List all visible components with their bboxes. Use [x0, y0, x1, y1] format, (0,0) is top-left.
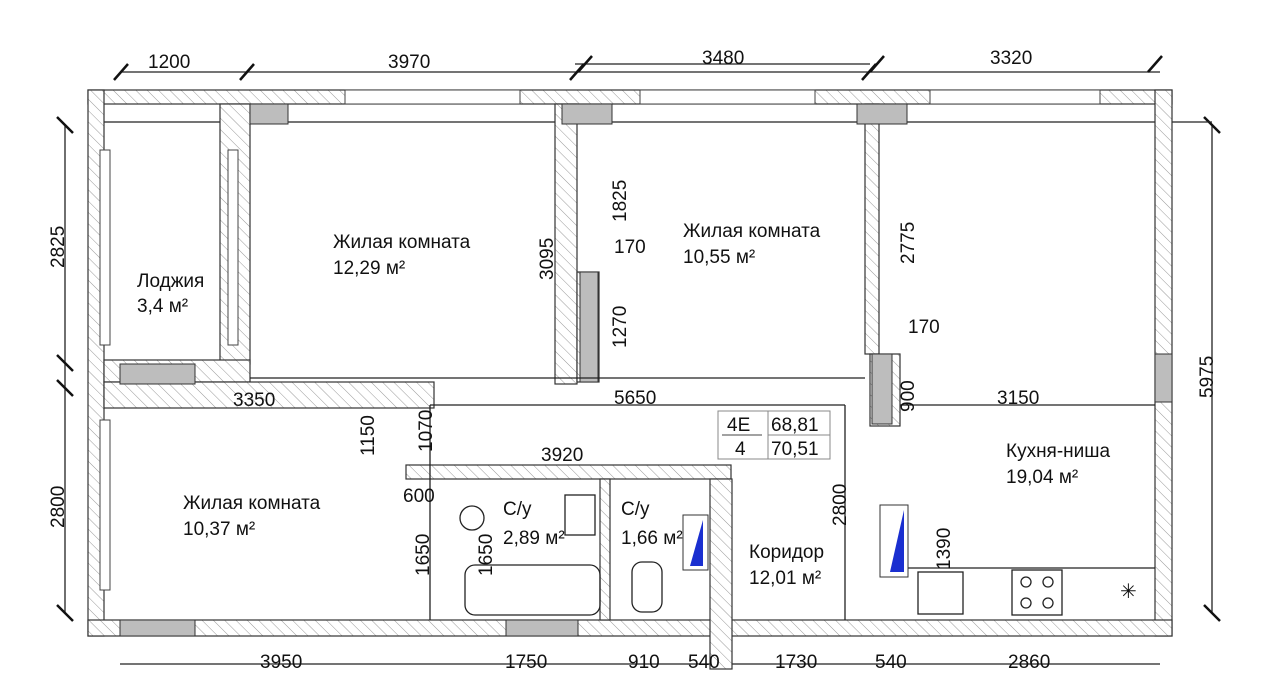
dim-bottom-5: 1730	[775, 652, 817, 670]
room-bath-1-name: С/у	[503, 499, 532, 520]
room-living-3-area: 10,37 м²	[183, 519, 255, 540]
kitchen-sink	[917, 571, 964, 615]
apartment-number: 4	[735, 439, 746, 460]
walls	[87, 89, 1173, 670]
dim-top-4: 3320	[990, 48, 1032, 69]
dim-1070: 1070	[416, 410, 437, 452]
room-kitchen-name: Кухня-ниша	[1006, 441, 1111, 462]
apartment-living-area: 68,81	[771, 415, 819, 436]
room-corridor-name: Коридор	[749, 542, 824, 563]
dim-bottom-4: 540	[688, 652, 720, 670]
dim-600: 600	[403, 486, 435, 507]
room-living-2-name: Жилая комната	[683, 221, 821, 242]
room-loggia-name: Лоджия	[137, 271, 204, 292]
dim-5650: 5650	[614, 388, 656, 409]
dim-170b: 170	[908, 317, 940, 338]
dim-right-1: 5975	[1197, 356, 1218, 398]
dim-900: 900	[898, 380, 919, 412]
dim-top-3: 3480	[702, 48, 744, 69]
dim-1390: 1390	[934, 528, 955, 570]
dim-left-2: 2800	[48, 486, 69, 528]
fixtures: ✳	[459, 494, 1137, 616]
apartment-total-area: 70,51	[771, 439, 819, 460]
room-loggia-area: 3,4 м²	[137, 296, 188, 317]
washing-machine	[459, 505, 485, 531]
dim-bottom-3: 910	[628, 652, 660, 670]
dim-3150: 3150	[997, 388, 1039, 409]
dim-bottom-2: 1750	[505, 652, 547, 670]
stove	[1011, 569, 1063, 616]
dim-1270: 1270	[610, 306, 631, 348]
dim-left-1: 2825	[48, 226, 69, 268]
dim-3350: 3350	[233, 390, 275, 411]
dim-1650b: 1650	[476, 534, 497, 576]
dim-170a: 170	[614, 237, 646, 258]
sink	[564, 494, 596, 536]
dim-top-2: 3970	[388, 52, 430, 73]
fan-icon: ✳	[1120, 581, 1137, 603]
dim-1150: 1150	[358, 415, 379, 456]
dim-1650a: 1650	[413, 534, 434, 576]
bathtub	[464, 564, 601, 616]
dim-2800: 2800	[830, 484, 851, 526]
room-bath-2-name: С/у	[621, 499, 650, 520]
dim-bottom-1: 3950	[260, 652, 302, 670]
dim-1825: 1825	[610, 180, 631, 222]
room-living-2-area: 10,55 м²	[683, 247, 755, 268]
apartment-table: 4E 4 68,81 70,51	[717, 410, 831, 460]
dimension-labels: 1200 3970 3480 3320 2825 2800 5975 3950 …	[48, 48, 1218, 673]
dim-2775: 2775	[898, 222, 919, 264]
dim-top-1: 1200	[148, 52, 190, 73]
room-living-3-name: Жилая комната	[183, 493, 321, 514]
dimension-lines	[56, 55, 1221, 665]
room-labels: Лоджия 3,4 м² Жилая комната 12,29 м² Жил…	[137, 221, 1111, 589]
apartment-type: 4E	[727, 415, 750, 436]
dim-3920: 3920	[541, 445, 583, 466]
dim-bottom-6: 540	[875, 652, 907, 670]
room-living-1-area: 12,29 м²	[333, 258, 405, 279]
room-kitchen-area: 19,04 м²	[1006, 467, 1078, 488]
toilet	[631, 561, 663, 613]
dim-bottom-7: 2860	[1008, 652, 1050, 670]
room-corridor-area: 12,01 м²	[749, 568, 821, 589]
dim-3095: 3095	[537, 238, 558, 280]
room-bath-2-area: 1,66 м²	[621, 528, 683, 549]
room-bath-1-area: 2,89 м²	[503, 528, 565, 549]
room-living-1-name: Жилая комната	[333, 232, 471, 253]
